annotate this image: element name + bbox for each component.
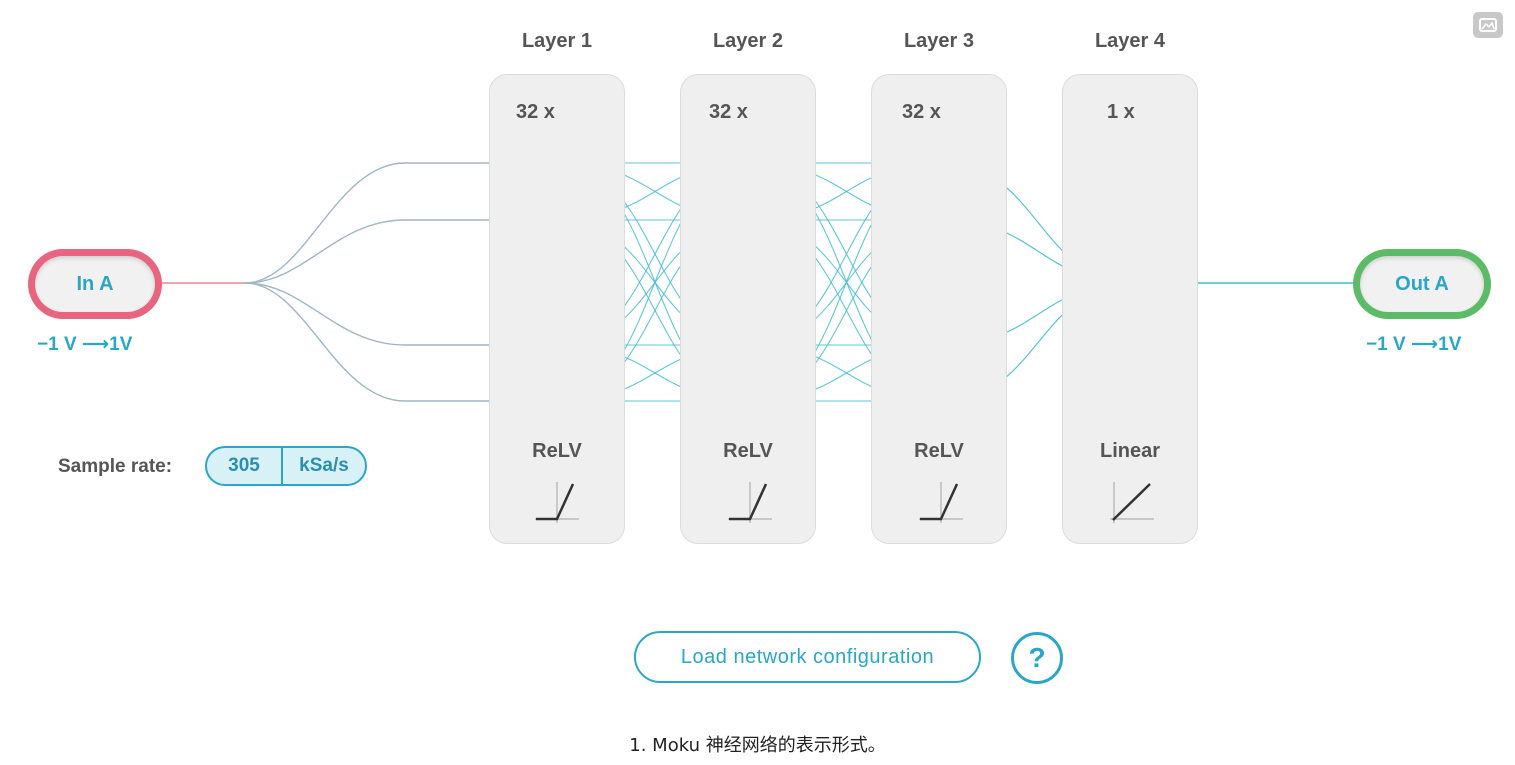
linear-icon <box>1110 482 1154 523</box>
input-a-label: In A <box>76 272 114 295</box>
layer-4-panel <box>1062 74 1198 544</box>
sample-rate-value: 305 <box>228 455 260 476</box>
layer-2-title: Layer 2 <box>712 30 784 52</box>
layer-1-panel <box>489 74 625 544</box>
layer-3-count: 32 x <box>902 101 941 123</box>
input-range: −1 V ⟶1V <box>37 334 133 355</box>
input-fan-line <box>244 219 559 284</box>
relu-icon <box>535 482 579 523</box>
input-a-button[interactable]: In A <box>28 249 162 319</box>
sample-rate-unit: kSa/s <box>299 455 349 476</box>
help-button[interactable]: ? <box>1011 632 1063 684</box>
image-icon[interactable] <box>1473 12 1503 38</box>
input-fan-line <box>244 162 559 284</box>
layer-2-panel <box>680 74 816 544</box>
output-range: −1 V ⟶1V <box>1366 334 1462 355</box>
figure-caption: 1. Moku 神经网络的表示形式。 <box>629 735 886 756</box>
layer-4-activation: Linear <box>1099 440 1161 462</box>
layer-2-activation: ReLV <box>723 440 773 462</box>
layer-2-count: 32 x <box>709 101 748 123</box>
input-fan-line <box>244 282 559 402</box>
layer-1-count: 32 x <box>516 101 555 123</box>
help-icon: ? <box>1028 642 1046 673</box>
layer-3-title: Layer 3 <box>903 30 975 52</box>
output-a-label: Out A <box>1395 272 1449 295</box>
layer-1-activation: ReLV <box>532 440 582 462</box>
sample-rate-label: Sample rate: <box>58 456 173 477</box>
output-a-button[interactable]: Out A <box>1353 249 1491 319</box>
layer-4-count: 1 x <box>1107 101 1135 123</box>
sample-rate-field[interactable]: 305 kSa/s <box>205 446 367 486</box>
layer-1-title: Layer 1 <box>521 30 593 52</box>
layer-4-title: Layer 4 <box>1094 30 1166 52</box>
layer-3-panel <box>871 74 1007 544</box>
load-network-label: Load network configuration <box>680 645 935 668</box>
relu-icon <box>728 482 772 523</box>
layer-3-activation: ReLV <box>914 440 964 462</box>
load-network-button[interactable]: Load network configuration <box>634 631 981 683</box>
input-fan-line <box>244 282 559 346</box>
relu-icon <box>919 482 963 523</box>
